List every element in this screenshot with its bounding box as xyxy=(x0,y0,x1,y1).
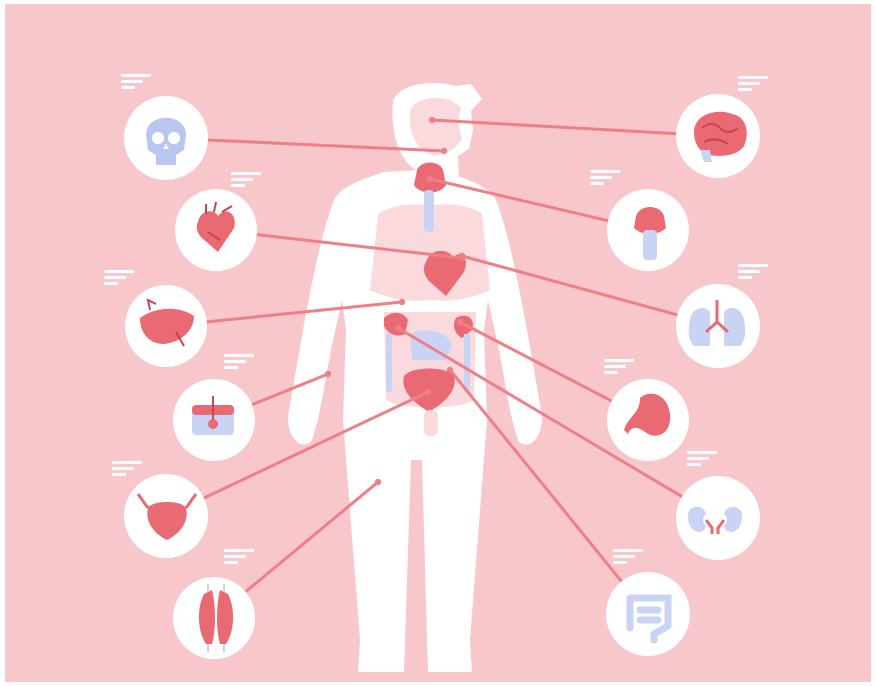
caption-bar-stomach xyxy=(604,359,634,362)
caption-bar-intestine xyxy=(613,561,627,564)
caption-bar-lungs xyxy=(738,270,760,273)
caption-bar-muscle xyxy=(224,555,246,558)
connector-dot-lungs xyxy=(459,253,465,259)
connector-dot-skin xyxy=(325,371,331,377)
caption-bar-brain xyxy=(738,76,768,79)
caption-bar-thyroid xyxy=(590,182,604,185)
caption-bar-kidneys xyxy=(687,463,701,466)
caption-bar-kidneys xyxy=(687,457,709,460)
caption-bar-bladder xyxy=(112,473,126,476)
caption-bar-muscle xyxy=(224,549,254,552)
caption-bar-skin xyxy=(224,360,246,363)
connector-dot-muscle xyxy=(375,479,381,485)
caption-bar-liver xyxy=(104,282,118,285)
caption-bar-brain xyxy=(738,82,760,85)
caption-bar-skin xyxy=(224,366,238,369)
caption-bar-heart xyxy=(231,172,261,175)
caption-bar-skull xyxy=(121,86,135,89)
caption-bar-brain xyxy=(738,88,752,91)
connector-dot-thyroid xyxy=(427,176,433,182)
caption-bar-skull xyxy=(121,80,143,83)
connector-dot-brain xyxy=(429,117,435,123)
caption-bar-heart xyxy=(231,184,245,187)
trachea-organ xyxy=(424,190,434,232)
caption-bar-liver xyxy=(104,276,126,279)
caption-bar-thyroid xyxy=(590,176,612,179)
badge-lungs xyxy=(676,284,760,368)
caption-bar-thyroid xyxy=(590,170,620,173)
caption-bar-skin xyxy=(224,354,254,357)
caption-bar-liver xyxy=(104,270,134,273)
caption-bar-muscle xyxy=(224,561,238,564)
connector-dot-liver xyxy=(399,299,405,305)
connector-dot-stomach xyxy=(457,319,463,325)
caption-bar-heart xyxy=(231,178,253,181)
connector-dot-intestine xyxy=(447,367,453,373)
caption-bar-lungs xyxy=(738,264,768,267)
caption-bar-stomach xyxy=(604,371,618,374)
caption-bar-lungs xyxy=(738,276,752,279)
connector-dot-skull xyxy=(441,148,447,154)
caption-bar-kidneys xyxy=(687,451,717,454)
caption-bar-intestine xyxy=(613,555,635,558)
caption-bar-bladder xyxy=(112,467,134,470)
badge-intestine xyxy=(606,572,690,656)
caption-bar-stomach xyxy=(604,365,626,368)
connector-dot-bladder xyxy=(425,389,431,395)
connector-dot-kidneys xyxy=(395,325,401,331)
caption-bar-skull xyxy=(121,74,151,77)
pelvis-organ xyxy=(424,410,438,436)
caption-bar-bladder xyxy=(112,461,142,464)
caption-bar-intestine xyxy=(613,549,643,552)
